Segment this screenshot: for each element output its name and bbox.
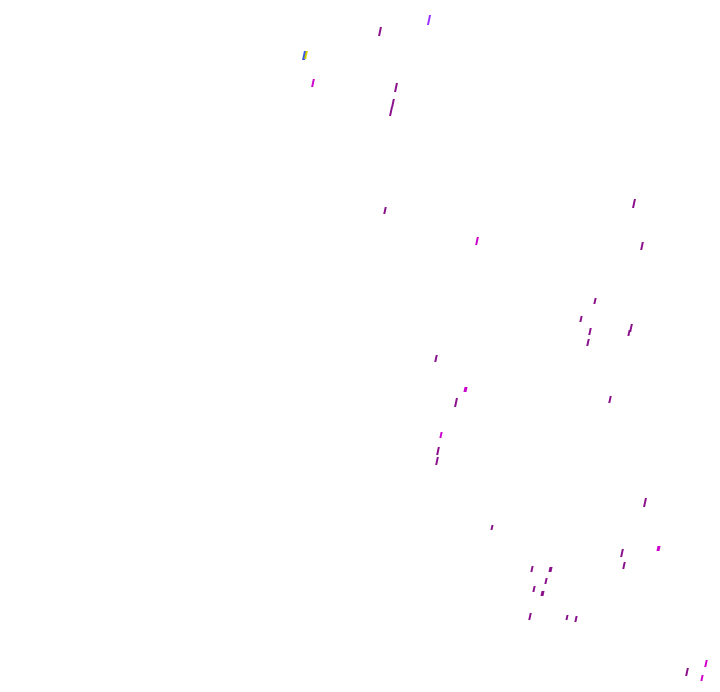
scatter-mark xyxy=(608,396,612,403)
scatter-mark xyxy=(434,355,438,362)
scatter-mark xyxy=(389,107,393,116)
scatter-mark xyxy=(588,328,592,335)
scatter-mark xyxy=(454,398,458,407)
scatter-mark xyxy=(426,15,432,25)
scatter-mark xyxy=(391,99,395,107)
scatter-mark xyxy=(579,316,583,322)
scatter-mark xyxy=(700,675,704,681)
scatter-mark xyxy=(622,562,626,569)
scatter-mark xyxy=(311,79,315,87)
scatter-mark xyxy=(586,339,590,346)
scatter-mark xyxy=(436,447,440,455)
scatter-mark xyxy=(439,432,443,438)
scatter-mark xyxy=(435,457,439,465)
scatter-mark xyxy=(593,298,597,304)
scatter-mark xyxy=(383,207,387,214)
scatter-mark xyxy=(656,546,661,551)
scatter-mark xyxy=(643,498,647,507)
scatter-mark xyxy=(378,27,382,36)
scatter-mark xyxy=(540,591,545,596)
scatter-mark xyxy=(475,237,479,245)
scatter-mark xyxy=(620,549,624,557)
scatter-mark xyxy=(704,660,708,667)
scatter-mark xyxy=(632,199,636,208)
scatter-mark xyxy=(532,586,536,592)
scatter-mark xyxy=(685,668,689,676)
scatter-mark xyxy=(565,615,569,620)
scatter-mark xyxy=(304,51,308,59)
scatter-mark xyxy=(544,578,548,584)
scatter-mark xyxy=(574,616,578,622)
scatter-mark xyxy=(640,242,644,250)
scatter-mark xyxy=(463,387,468,392)
scatter-mark xyxy=(528,613,532,620)
scatter-mark xyxy=(627,330,631,336)
scatter-mark xyxy=(490,525,494,530)
scatter-mark xyxy=(548,567,553,572)
scatter-mark xyxy=(530,566,534,572)
scatter-mark xyxy=(394,83,398,92)
